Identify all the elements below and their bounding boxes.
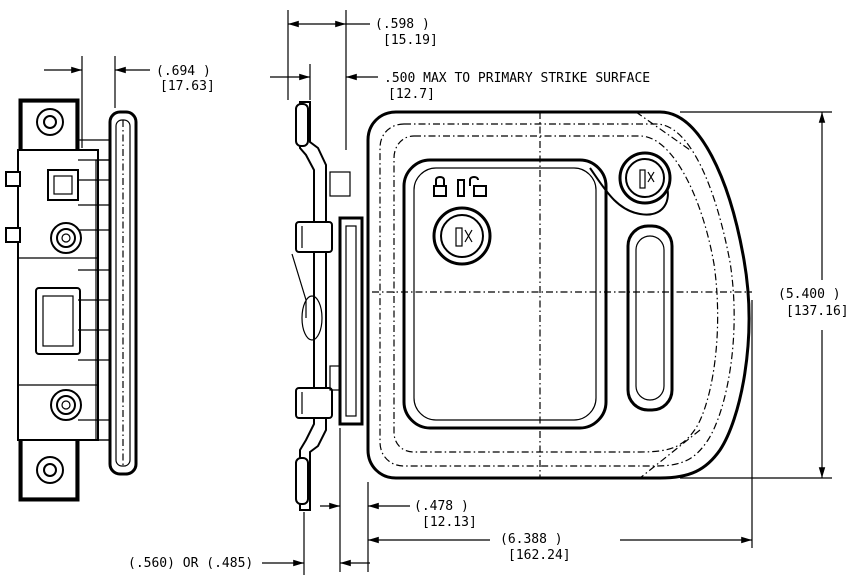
- front-view: [291, 101, 752, 511]
- dim-478-in: (.478 ): [414, 499, 469, 514]
- dim-560-in: (.560) OR (.485): [128, 556, 253, 571]
- dim-6388: (6.388 ) [162.24]: [368, 300, 753, 563]
- padlock-open-icon: [457, 176, 487, 197]
- dim-598-mm: [15.19]: [383, 33, 438, 48]
- dim-694: (.694 ) [17.63]: [44, 56, 215, 148]
- mount-hole-top: [36, 108, 64, 136]
- padlock-closed-icon: [433, 176, 447, 197]
- side-knob-lower: [50, 389, 82, 421]
- side-view: [5, 98, 138, 502]
- dim-500-mm: [12.7]: [388, 87, 435, 102]
- dim-694-in: (.694 ): [156, 64, 211, 79]
- dim-6388-in: (6.388 ): [500, 532, 563, 547]
- mount-hole-bottom: [36, 456, 64, 484]
- dim-694-mm: [17.63]: [160, 79, 215, 94]
- dim-5400: (5.400 ) [137.16]: [680, 111, 849, 479]
- dim-5400-in: (5.400 ): [778, 287, 841, 302]
- dim-478: (.478 ) [12.13]: [320, 428, 477, 572]
- dim-478-mm: [12.13]: [422, 515, 477, 530]
- dim-500: .500 MAX TO PRIMARY STRIKE SURFACE [12.7…: [270, 64, 650, 102]
- dim-500-in: .500 MAX TO PRIMARY STRIKE SURFACE: [384, 71, 650, 86]
- dim-5400-mm: [137.16]: [786, 304, 849, 319]
- key-cylinder-left: [432, 206, 492, 266]
- dim-598-in: (.598 ): [375, 17, 430, 32]
- dim-560-485: (.560) OR (.485): [128, 512, 370, 575]
- key-cylinder-right: [618, 151, 672, 205]
- side-knob-upper: [50, 222, 82, 254]
- dim-6388-mm: [162.24]: [508, 548, 571, 563]
